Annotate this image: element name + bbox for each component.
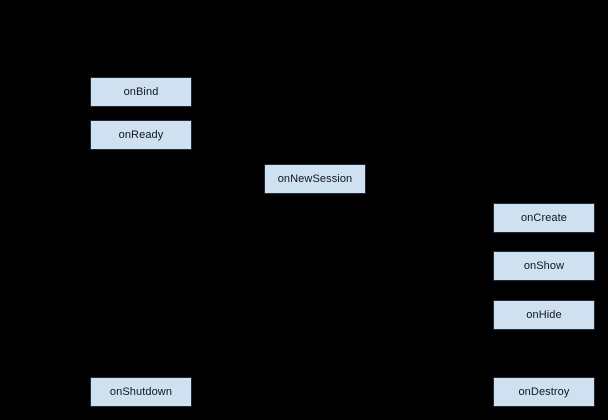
node-on-shutdown[interactable]: onShutdown — [90, 377, 192, 407]
node-label-on-new-session: onNewSession — [277, 172, 353, 185]
node-on-hide[interactable]: onHide — [493, 300, 595, 330]
node-on-create[interactable]: onCreate — [493, 203, 595, 233]
node-label-on-create: onCreate — [520, 211, 568, 224]
node-label-on-destroy: onDestroy — [518, 385, 570, 398]
node-on-new-session[interactable]: onNewSession — [264, 164, 366, 194]
node-on-ready[interactable]: onReady — [90, 120, 192, 150]
node-label-on-ready: onReady — [118, 128, 164, 141]
node-on-destroy[interactable]: onDestroy — [493, 377, 595, 407]
node-label-on-show: onShow — [523, 259, 565, 272]
node-on-show[interactable]: onShow — [493, 251, 595, 281]
node-label-on-bind: onBind — [123, 85, 159, 98]
node-on-bind[interactable]: onBind — [90, 77, 192, 107]
node-label-on-shutdown: onShutdown — [109, 385, 173, 398]
node-label-on-hide: onHide — [526, 308, 562, 321]
